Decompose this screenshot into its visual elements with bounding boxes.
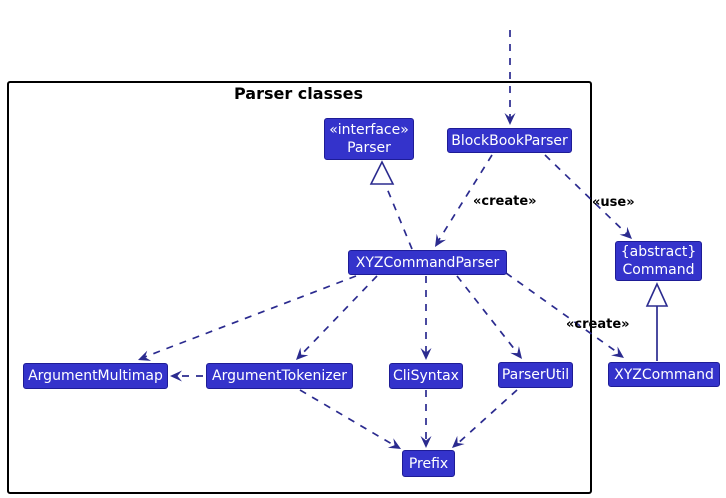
dependency-xyzcommandparser-creates-xyzcommand bbox=[505, 272, 624, 358]
dependency-blockbookparser-creates-xyzcommandparser bbox=[435, 154, 493, 247]
class-box-parserutil: ParserUtil bbox=[498, 362, 573, 388]
class-name: Command bbox=[622, 262, 695, 278]
class-box-xyzcommandparser: XYZCommandParser bbox=[348, 250, 507, 275]
dependency-clisyntax-to-prefix bbox=[420, 390, 432, 448]
dependency-parserutil-to-prefix bbox=[452, 389, 518, 448]
class-name: XYZCommand bbox=[614, 366, 714, 383]
class-box-command: {abstract} Command bbox=[615, 241, 702, 281]
dependency-xyzcommandparser-to-argumentmultimap bbox=[138, 275, 357, 361]
parser-classes-frame bbox=[7, 81, 592, 494]
edge-label-create-blockbookparser: «create» bbox=[473, 194, 537, 209]
class-name: CliSyntax bbox=[393, 368, 459, 384]
class-box-xyzcommand: XYZCommand bbox=[608, 362, 720, 387]
class-box-blockbookparser: BlockBookParser bbox=[447, 128, 572, 153]
class-name: BlockBookParser bbox=[451, 132, 568, 149]
edge-label-create-xyzcommand: «create» bbox=[566, 317, 630, 332]
class-name: ParserUtil bbox=[501, 367, 570, 383]
class-box-clisyntax: CliSyntax bbox=[389, 363, 463, 389]
dependency-xyzcommandparser-to-parserutil bbox=[456, 275, 522, 359]
dependency-argumenttokenizer-to-prefix bbox=[299, 389, 401, 449]
edge-label-use-command: «use» bbox=[592, 195, 635, 210]
dependency-argumenttokenizer-to-argumentmultimap bbox=[170, 370, 203, 382]
class-box-argumentmultimap: ArgumentMultimap bbox=[23, 363, 168, 389]
dependency-external-to-blockbookparser bbox=[504, 30, 516, 125]
class-name: ArgumentMultimap bbox=[28, 368, 163, 384]
class-name: XYZCommandParser bbox=[355, 254, 500, 271]
class-name: Parser bbox=[347, 140, 391, 156]
class-box-parser: «interface» Parser bbox=[324, 118, 414, 160]
class-box-argumenttokenizer: ArgumentTokenizer bbox=[206, 363, 353, 389]
class-stereotype: {abstract} bbox=[620, 244, 697, 260]
dependency-xyzcommandparser-to-argumenttokenizer bbox=[296, 275, 378, 360]
realization-xyzcommandparser-implements-parser bbox=[369, 160, 413, 250]
dependency-xyzcommandparser-to-clisyntax bbox=[420, 276, 432, 360]
class-box-prefix: Prefix bbox=[402, 450, 455, 477]
class-name: ArgumentTokenizer bbox=[212, 368, 347, 384]
class-name: Prefix bbox=[408, 455, 449, 472]
dependency-blockbookparser-uses-command bbox=[544, 154, 632, 239]
inheritance-xyzcommand-extends-command bbox=[645, 282, 669, 361]
frame-title: Parser classes bbox=[233, 84, 363, 103]
class-stereotype: «interface» bbox=[329, 122, 409, 138]
